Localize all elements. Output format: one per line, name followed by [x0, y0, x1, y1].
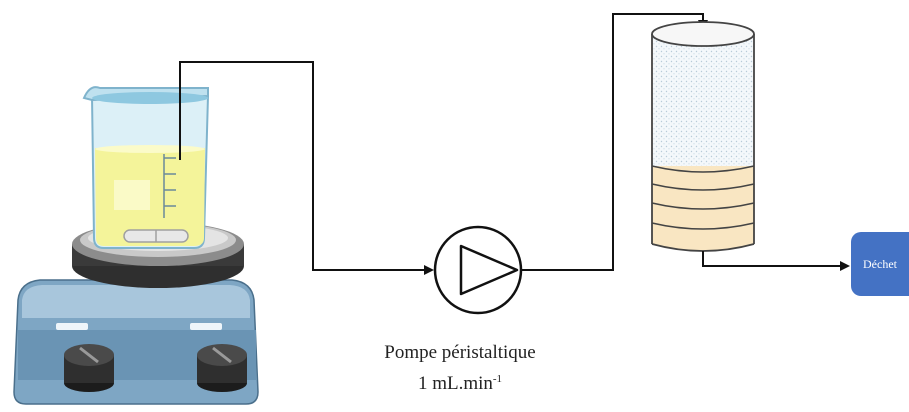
knob-right: [197, 344, 247, 392]
column-icon: [651, 21, 755, 252]
pump-flow-exponent: -1: [492, 373, 503, 385]
waste-label: Déchet: [863, 256, 897, 271]
pump-flow-rate: 1 mL.min-1: [330, 366, 590, 397]
beaker-icon: [82, 86, 210, 249]
waste-container: Déchet: [851, 232, 909, 296]
tube-column-to-waste: [702, 251, 850, 271]
peristaltic-pump-icon: [433, 225, 523, 315]
knob-left: [64, 344, 114, 392]
stir-bar-icon: [123, 229, 189, 243]
pump-name: Pompe péristaltique: [384, 342, 536, 363]
pump-flow-value: 1 mL.min: [417, 373, 493, 394]
pump-label: Pompe péristaltique 1 mL.min-1: [330, 340, 590, 397]
tube-beaker-to-pump: [179, 61, 434, 275]
tube-pump-to-column: [521, 13, 708, 271]
